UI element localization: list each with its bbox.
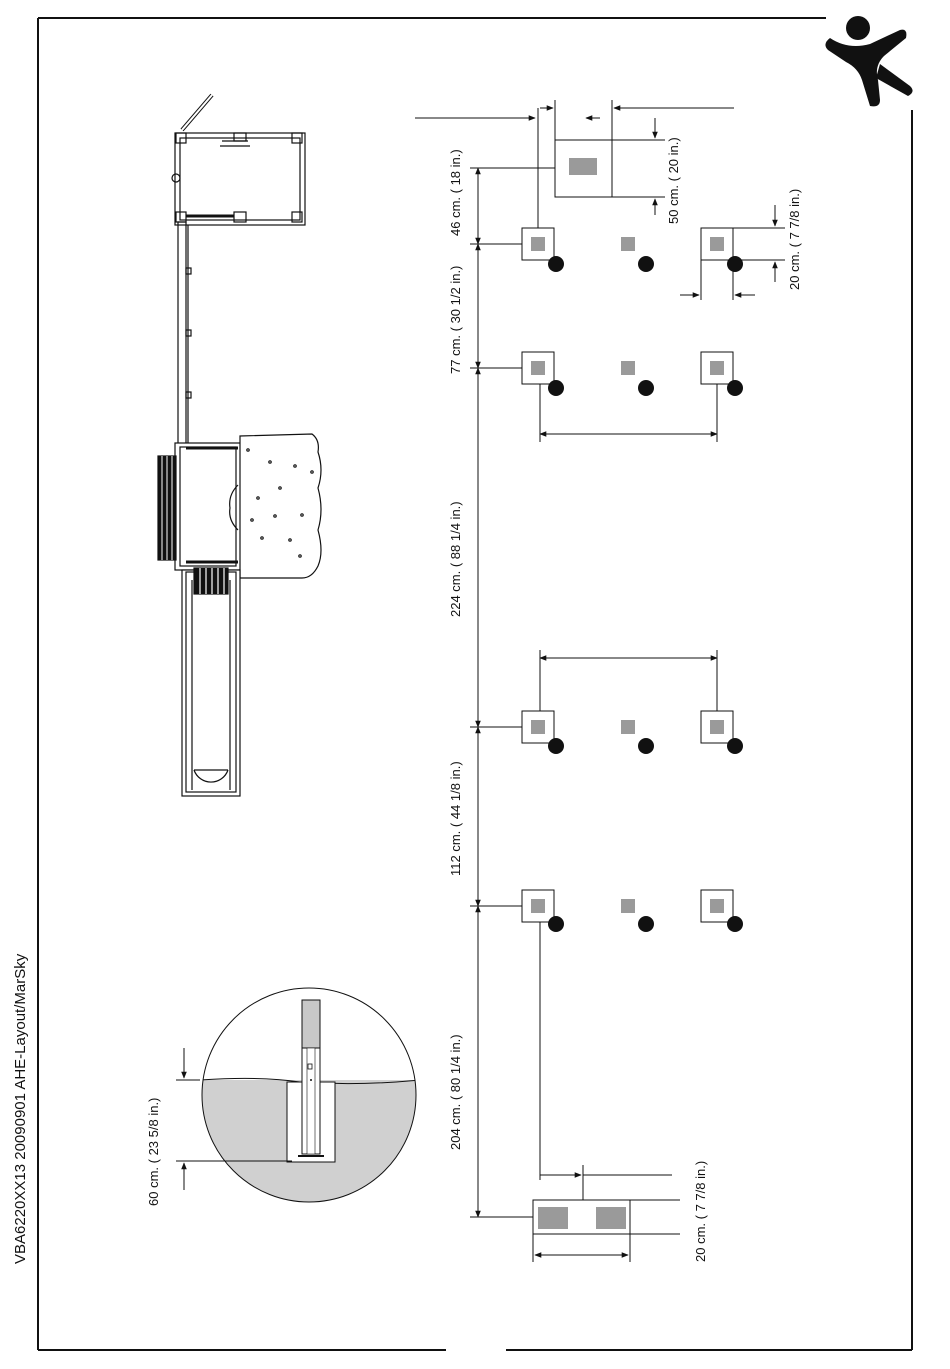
dim-footing-depth: 60 cm. ( 23 5/8 in.) — [146, 1098, 161, 1206]
dim-gap-3: 112 cm. ( 44 1/8 in.) — [448, 761, 463, 876]
dim-top-anchor-depth: 46 cm. ( 18 in.) — [448, 149, 463, 236]
dim-gap-2: 224 cm. ( 88 1/4 in.) — [448, 501, 463, 617]
footing-detail-circle — [176, 988, 420, 1210]
dim-gap-4: 204 cm. ( 80 1/4 in.) — [448, 1034, 463, 1150]
kid-jumping-logo-icon — [825, 16, 912, 106]
dimension-lines — [415, 100, 785, 1262]
dim-top-anchor-size: 50 cm. ( 20 in.) — [666, 137, 681, 224]
document-code: VBA6220XX13 20090901 AHE-Layout/MarSky — [12, 954, 29, 1264]
anchor-layout — [522, 140, 733, 1234]
dim-bottom-anchor-offset: 20 cm. ( 7 7/8 in.) — [693, 1161, 708, 1262]
page-border — [38, 18, 912, 1350]
dim-gap-1: 77 cm. ( 30 1/2 in.) — [448, 266, 463, 374]
playset-top-view — [158, 95, 321, 796]
dim-post-offset-top: 20 cm. ( 7 7/8 in.) — [787, 189, 802, 290]
